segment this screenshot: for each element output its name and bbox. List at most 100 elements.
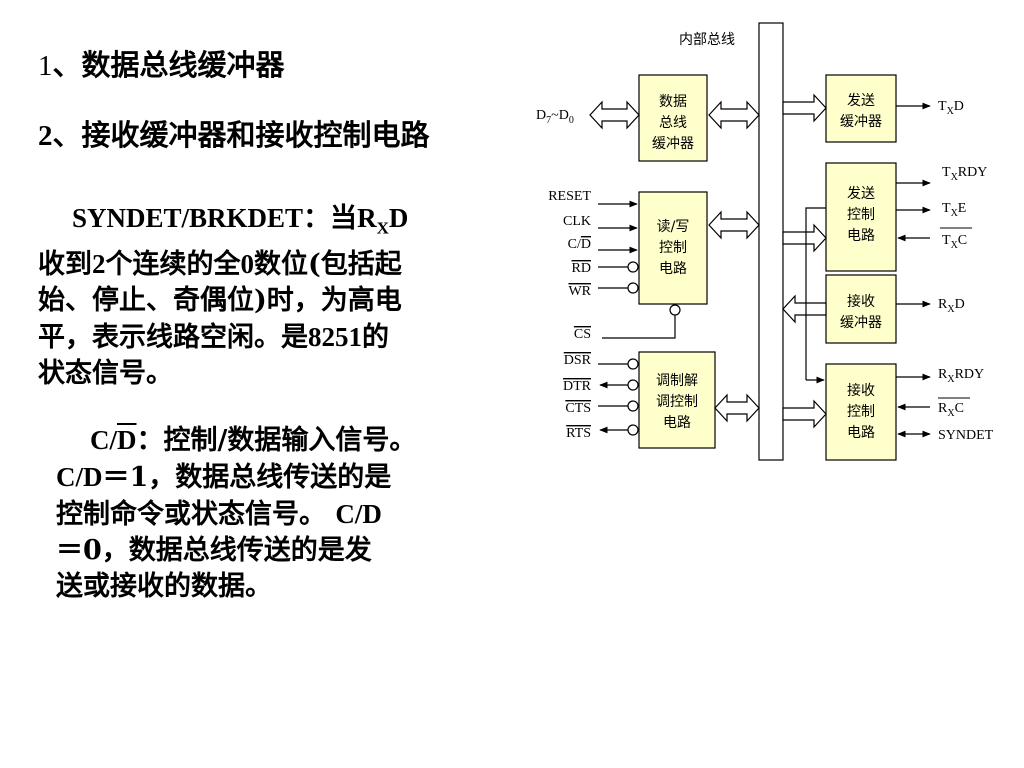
rx-buffer-block: 接收 缓冲器: [825, 274, 897, 344]
rw-control-block: 读/写 控制 电路: [638, 191, 708, 305]
para1-colon: ：当: [303, 203, 358, 234]
cd-d: D: [117, 425, 137, 455]
para2-l3a: 控制命令或状态信号。: [56, 499, 326, 530]
cts-inverter: [627, 400, 639, 412]
tx-control-block: 发送 控制 电路: [825, 162, 897, 272]
bus-to-tx-buffer-arrow: [782, 93, 827, 123]
heading-number: 2: [38, 120, 53, 152]
rxc-label: RXC: [938, 401, 964, 419]
tx-buffer-block: 发送 缓冲器: [825, 74, 897, 143]
para1-l2b: 2: [92, 249, 106, 280]
block-text: 缓冲器: [840, 114, 882, 130]
bus-label: 内部总线: [679, 32, 735, 48]
para2-cd: C/D: [56, 462, 103, 492]
heading-text: 、接收缓冲器和接收控制电路: [52, 118, 430, 152]
para1-line4: 平，表示线路空闲。是8251的: [38, 319, 408, 356]
bus-to-tx-control-arrow: [782, 223, 827, 253]
reset-label: RESET: [548, 189, 591, 204]
block-text: 发送: [847, 186, 875, 202]
syndet-label: SYNDET: [938, 428, 994, 443]
para1-l4c: 的: [362, 322, 389, 354]
rd-label: RD: [572, 261, 591, 276]
block-text: 控制: [659, 240, 687, 256]
syndet-signal: SYNDET/BRKDET: [72, 203, 304, 233]
para2-l5: 送或接收的数据。: [56, 571, 272, 602]
rxrdy-label: RXRDY: [938, 367, 984, 385]
para2-line1: C/D：控制/数据输入信号。: [38, 422, 416, 459]
txrdy-label: TXRDY: [942, 165, 987, 183]
cts-label: CTS: [565, 401, 591, 416]
block-text: 电路: [659, 261, 687, 277]
dtr-label: DTR: [563, 379, 592, 394]
heading-number: 1: [38, 50, 53, 82]
txd-label: TXD: [938, 99, 964, 117]
block-text: 电路: [847, 228, 875, 244]
syndet-description: SYNDET/BRKDET：当RXD 收到2个连续的全0数位(包括起 始、停止、…: [38, 200, 408, 392]
rxd-sub: X: [376, 218, 389, 238]
para1-line1: SYNDET/BRKDET：当RXD: [38, 200, 408, 246]
rx-control-block: 接收 控制 电路: [825, 363, 897, 461]
para1-line5: 状态信号。: [38, 358, 173, 390]
heading-data-bus-buffer: 1、数据总线缓冲器: [38, 42, 285, 84]
para1-l2d: 0: [240, 249, 255, 280]
cd-c: C/: [90, 425, 117, 455]
bus-to-rx-control-arrow: [782, 399, 827, 429]
clk-label: CLK: [563, 214, 591, 229]
para2-l4: ＝0，数据总线传送的是发: [56, 535, 372, 566]
d-bus-label: D7~D0: [536, 108, 574, 126]
rts-inverter: [627, 424, 639, 436]
para2-line3: 控制命令或状态信号。 C/D: [38, 496, 416, 533]
buffer-to-bus-arrow: [708, 100, 760, 130]
cs-label: CS: [574, 327, 591, 342]
cs-line: [602, 315, 676, 339]
para2-line2: C/D＝1，数据总线传送的是: [38, 459, 416, 496]
para1-l2a: 收到: [38, 249, 92, 281]
cd-label: C/D: [568, 237, 591, 252]
para2-line5: 送或接收的数据。: [38, 569, 416, 605]
dtr-inverter: [627, 379, 639, 391]
tx-rx-control-link: [805, 207, 826, 380]
rxd-label: RXD: [938, 297, 965, 315]
para2-l3b: C/D: [335, 499, 382, 529]
block-text: 控制: [847, 404, 875, 420]
para2-line4: ＝0，数据总线传送的是发: [38, 533, 416, 569]
para1-l4a: 平，表示线路空闲。是: [38, 322, 308, 354]
para2-l2: ＝1，数据总线传送的是: [102, 462, 392, 493]
block-text: 缓冲器: [652, 136, 694, 152]
block-text: 电路: [847, 425, 875, 441]
txe-label: TXE: [942, 201, 966, 219]
para1-line3: 始、停止、奇偶位)时，为高电: [38, 285, 402, 317]
heading-text: 、数据总线缓冲器: [52, 48, 285, 82]
para2-l1: ：控制/数据输入信号。: [136, 425, 417, 456]
data-bus-buffer-block: 数据 总线 缓冲器: [638, 74, 708, 162]
modem-to-bus-arrow: [714, 393, 760, 423]
rxd-r: R: [357, 203, 377, 233]
rts-label: RTS: [566, 426, 591, 441]
rd-inverter: [627, 261, 639, 273]
internal-bus: [758, 22, 784, 461]
rx-buffer-to-bus-arrow: [782, 294, 827, 324]
block-diagram-8251: 内部总线 数据 总线 缓冲器 读/写 控制 电路 调制解 调控制 电路 发送 缓…: [536, 22, 994, 461]
dsr-label: DSR: [564, 353, 592, 368]
para1-line2: 收到2个连续的全0数位(包括起: [38, 246, 408, 283]
para1-l4b: 8251: [308, 322, 362, 353]
block-text: 缓冲器: [840, 315, 882, 331]
cs-inverter: [669, 304, 681, 316]
block-text: 读/写: [657, 218, 690, 235]
block-text: 调制解: [656, 373, 698, 389]
block-text: 总线: [659, 115, 687, 131]
block-text: 接收: [847, 293, 875, 310]
cd-description: C/D：控制/数据输入信号。 C/D＝1，数据总线传送的是 控制命令或状态信号。…: [38, 422, 416, 605]
block-text: 发送: [847, 93, 875, 109]
block-text: 电路: [663, 415, 691, 431]
rxd-d: D: [388, 203, 409, 233]
block-text: 控制: [847, 207, 875, 223]
wr-label: WR: [568, 284, 591, 299]
txc-label: TXC: [942, 233, 967, 251]
modem-control-block: 调制解 调控制 电路: [638, 351, 716, 449]
heading-receive-buffer-control: 2、接收缓冲器和接收控制电路: [38, 112, 430, 154]
wr-inverter: [627, 282, 639, 294]
rw-to-bus-arrow: [708, 210, 760, 240]
d-bus-double-arrow: [589, 100, 640, 130]
para1-l2e: 数位(包括起: [254, 249, 402, 281]
